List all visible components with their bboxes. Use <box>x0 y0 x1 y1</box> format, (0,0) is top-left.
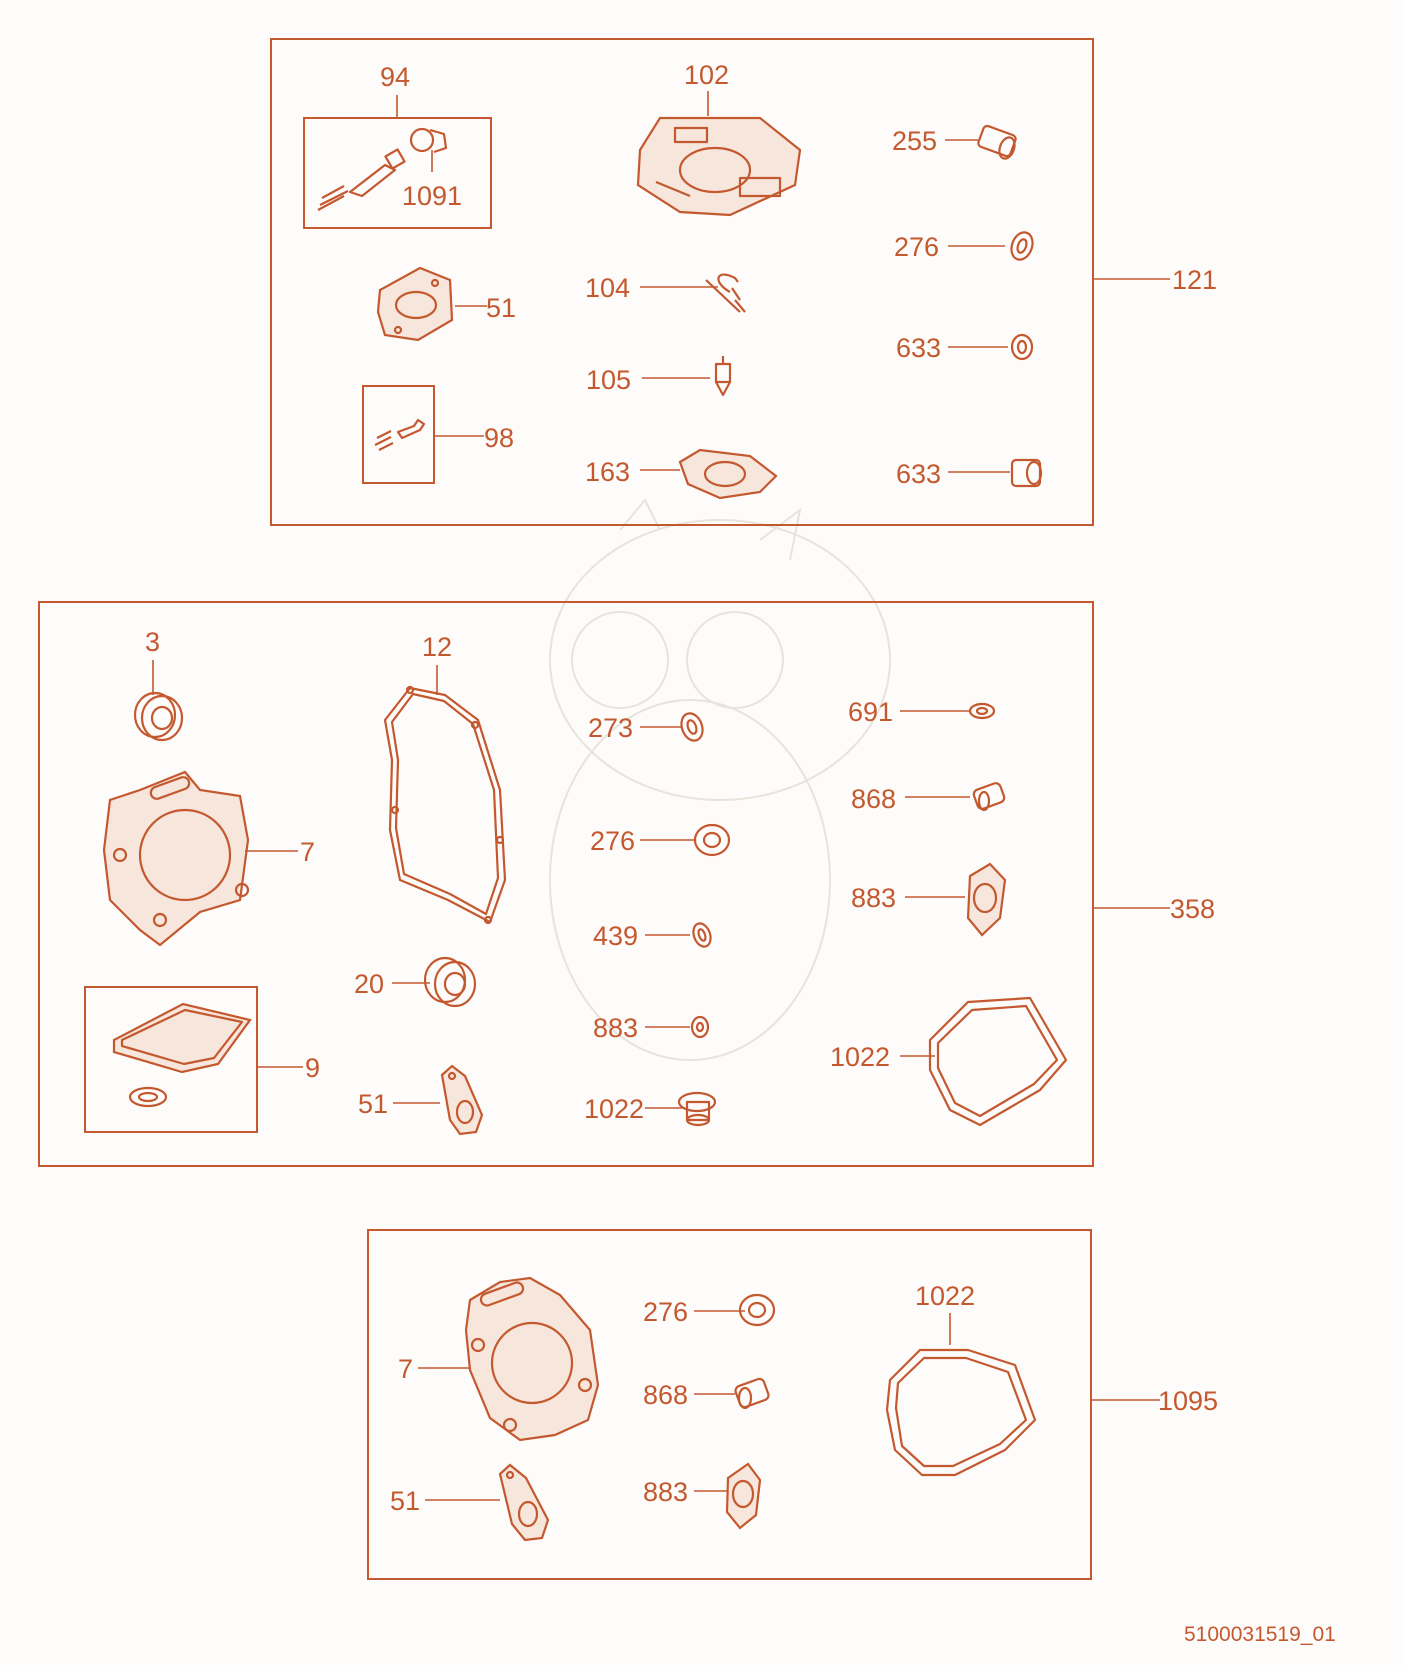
part-94-needle-valve-icon <box>317 148 406 211</box>
part-883b-washer-icon <box>690 1015 710 1039</box>
part-94-label: 94 <box>380 62 410 92</box>
part-12-label: 12 <box>422 632 452 662</box>
part-51-insulator-gasket-icon <box>440 1064 484 1136</box>
group-121: 121 94 1091 102 255 <box>270 38 1217 526</box>
part-3-label: 3 <box>145 627 160 657</box>
part-633a-label: 633 <box>896 333 941 363</box>
part-276-label-1095: 276 <box>643 1297 688 1327</box>
part-868-label-1095: 868 <box>643 1380 688 1410</box>
part-273-label: 273 <box>588 713 633 743</box>
part-7-head-gasket-icon <box>102 770 250 947</box>
part-1022-label-1095: 1022 <box>915 1281 975 1311</box>
part-255-label: 255 <box>892 126 937 156</box>
group-358-label: 358 <box>1170 894 1215 924</box>
group-1095-frame <box>367 1229 1092 1580</box>
part-98-label: 98 <box>484 423 514 453</box>
part-633b-bushing-icon <box>1010 458 1043 488</box>
group-1095-label: 1095 <box>1158 1386 1218 1416</box>
part-7-label: 7 <box>300 837 315 867</box>
part-3-oil-seal-icon <box>133 691 184 742</box>
part-163-label: 163 <box>585 457 630 487</box>
group-358-frame <box>38 601 1094 1167</box>
part-883a-gasket-icon <box>966 862 1007 937</box>
part-691-washer-icon <box>968 702 996 720</box>
part-163-gasket-icon <box>678 448 778 500</box>
group-121-frame <box>270 38 1094 526</box>
part-9-label: 9 <box>305 1053 320 1083</box>
part-12-crankcase-gasket-icon <box>383 685 507 925</box>
part-20-label: 20 <box>354 969 384 999</box>
part-102-gasket-plate-icon <box>636 116 802 217</box>
document-number: 5100031519_01 <box>1184 1623 1336 1646</box>
part-51-label-1095: 51 <box>390 1486 420 1516</box>
part-868-label: 868 <box>851 784 896 814</box>
part-276-washer-icon <box>1010 231 1034 261</box>
part-104-bent-rod-icon <box>705 273 746 313</box>
watermark-illustration <box>549 498 891 1061</box>
part-868-valve-seal-icon-1095 <box>734 1377 770 1410</box>
part-883-label-1095: 883 <box>643 1477 688 1507</box>
part-276-grommet-icon <box>693 823 731 857</box>
part-9-filter-element-icon <box>112 1002 252 1108</box>
part-883a-label: 883 <box>851 883 896 913</box>
group-358: 358 3 12 273 691 <box>38 601 1215 1167</box>
part-276-grommet-icon-1095 <box>738 1293 776 1327</box>
part-7-head-gasket-icon-1095 <box>464 1276 600 1442</box>
part-1022b-label: 1022 <box>584 1094 644 1124</box>
part-98-subframe <box>362 385 435 484</box>
part-1022-cover-gasket-icon-1095 <box>885 1348 1037 1477</box>
part-273-washer-icon <box>680 712 704 742</box>
part-276-label: 276 <box>894 232 939 262</box>
part-105-label: 105 <box>586 365 631 395</box>
group-1095: 1095 7 276 1022 868 <box>367 1229 1218 1580</box>
part-276-label-358: 276 <box>590 826 635 856</box>
part-51-label-358: 51 <box>358 1089 388 1119</box>
part-20-oil-seal-icon <box>423 956 477 1008</box>
part-1022a-cover-gasket-icon <box>928 996 1068 1127</box>
part-1091-cap-icon <box>409 127 448 154</box>
part-1091-label: 1091 <box>402 181 462 211</box>
part-105-float-needle-icon <box>714 356 732 397</box>
part-868-valve-seal-icon <box>972 782 1006 812</box>
part-104-label: 104 <box>585 273 630 303</box>
part-7-label-1095: 7 <box>398 1354 413 1384</box>
part-255-sleeve-icon <box>977 124 1017 160</box>
part-51-flange-gasket-icon <box>376 266 454 342</box>
group-121-label: 121 <box>1172 265 1217 295</box>
part-439-label: 439 <box>593 921 638 951</box>
part-94-subframe <box>303 117 492 229</box>
part-883b-label: 883 <box>593 1013 638 1043</box>
part-691-label: 691 <box>848 697 893 727</box>
part-51-label: 51 <box>486 293 516 323</box>
part-633a-washer-icon <box>1010 333 1034 361</box>
part-98-screw-spring-icon <box>374 418 426 451</box>
part-439-washer-icon <box>692 922 712 948</box>
part-633b-label: 633 <box>896 459 941 489</box>
part-1022a-label: 1022 <box>830 1042 890 1072</box>
part-102-label: 102 <box>684 60 729 90</box>
part-883-gasket-icon-1095 <box>725 1462 762 1530</box>
part-51-insulator-gasket-icon-1095 <box>498 1463 550 1542</box>
part-1022b-breather-plug-icon <box>677 1091 717 1127</box>
part-9-subframe <box>84 986 258 1133</box>
